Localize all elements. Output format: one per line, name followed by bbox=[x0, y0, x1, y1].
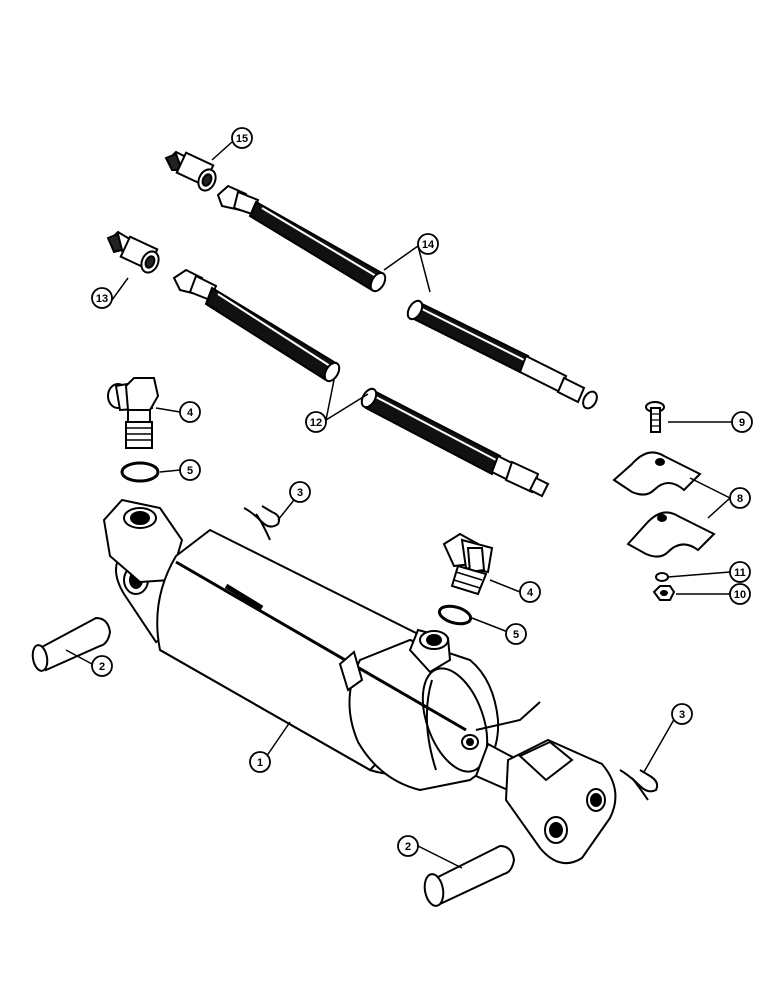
callout-label-2-left: 2 bbox=[99, 661, 105, 673]
fitting-15-drawing bbox=[164, 150, 217, 192]
o-ring-5-lower-drawing bbox=[437, 604, 473, 626]
callout-label-1: 1 bbox=[257, 757, 263, 769]
callout-label-15: 15 bbox=[236, 133, 248, 145]
callout-label-3-right: 3 bbox=[679, 709, 685, 721]
callout-14: 14 bbox=[417, 233, 439, 255]
callout-4-lower: 4 bbox=[519, 581, 541, 603]
hose-14-lower-drawing bbox=[406, 299, 598, 410]
fitting-13-drawing bbox=[106, 230, 160, 274]
hydraulic-cylinder-1-drawing bbox=[102, 498, 617, 865]
callout-label-12: 12 bbox=[310, 417, 322, 429]
callout-label-11: 11 bbox=[734, 567, 746, 579]
callout-4-upper: 4 bbox=[179, 401, 201, 423]
callout-2-left: 2 bbox=[91, 655, 113, 677]
callout-label-9: 9 bbox=[739, 417, 745, 429]
callout-label-5-upper: 5 bbox=[187, 465, 193, 477]
callout-13: 13 bbox=[91, 287, 113, 309]
callout-5-lower: 5 bbox=[505, 623, 527, 645]
callout-label-10: 10 bbox=[734, 589, 746, 601]
elbow-fitting-4-upper-drawing bbox=[107, 377, 160, 449]
callout-1: 1 bbox=[249, 751, 271, 773]
callout-3-right: 3 bbox=[671, 703, 693, 725]
callout-label-13: 13 bbox=[96, 293, 108, 305]
callout-label-14: 14 bbox=[422, 239, 435, 251]
callout-15: 15 bbox=[231, 127, 253, 149]
callout-label-2-bottom: 2 bbox=[405, 841, 411, 853]
o-ring-5-upper-drawing bbox=[120, 461, 160, 483]
cotter-pin-3-right-drawing bbox=[619, 769, 659, 801]
clamp-8-lower-drawing bbox=[626, 511, 716, 558]
elbow-fitting-4-lower-drawing bbox=[442, 532, 494, 596]
washer-11-drawing bbox=[655, 572, 669, 582]
bolt-9-drawing bbox=[645, 401, 665, 433]
pin-2-left-drawing bbox=[31, 616, 112, 672]
clamp-8-upper-drawing bbox=[612, 451, 702, 496]
callout-12: 12 bbox=[305, 411, 327, 433]
cotter-pin-3-upper-drawing bbox=[243, 505, 281, 541]
callout-label-4-lower: 4 bbox=[527, 587, 534, 599]
callout-label-5-lower: 5 bbox=[513, 629, 519, 641]
hose-12-upper-drawing bbox=[172, 268, 341, 383]
callout-10: 10 bbox=[729, 583, 751, 605]
leader-lines bbox=[65, 141, 732, 869]
callout-3-upper: 3 bbox=[289, 481, 311, 503]
callout-11: 11 bbox=[729, 561, 751, 583]
callout-5-upper: 5 bbox=[179, 459, 201, 481]
callout-label-4-upper: 4 bbox=[187, 407, 194, 419]
callout-9: 9 bbox=[731, 411, 753, 433]
hose-12-lower-drawing bbox=[360, 387, 550, 498]
pin-2-bottom-drawing bbox=[423, 844, 516, 907]
callout-2-bottom: 2 bbox=[397, 835, 419, 857]
callout-label-3-upper: 3 bbox=[297, 487, 303, 499]
hose-14-upper-drawing bbox=[216, 184, 387, 293]
callout-label-8: 8 bbox=[737, 493, 743, 505]
callout-8: 8 bbox=[729, 487, 751, 509]
nut-10-drawing bbox=[652, 585, 676, 601]
